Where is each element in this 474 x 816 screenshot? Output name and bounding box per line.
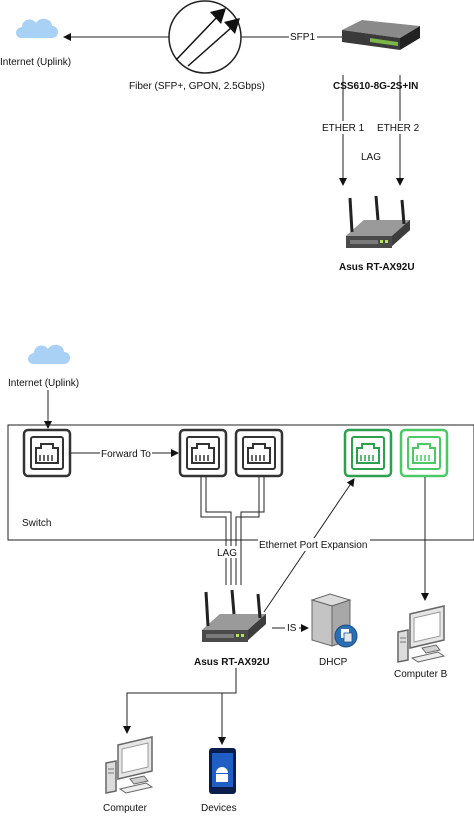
media-converter-icon <box>168 0 242 74</box>
bottom-lag-label: LAG <box>217 548 237 559</box>
ether1-label: ETHER 1 <box>322 123 365 134</box>
ethernet-port-icon <box>22 428 72 478</box>
top-switch-label: CSS610-8G-2S+IN <box>333 81 418 92</box>
ether2-label: ETHER 2 <box>377 123 420 134</box>
is-label: IS <box>287 623 297 634</box>
bottom-internet-cloud-icon <box>28 344 70 364</box>
ethernet-port-icon <box>178 428 228 478</box>
ethernet-port-icon <box>399 428 449 478</box>
ethernet-port-icon <box>343 428 393 478</box>
sfp-label: SFP1 <box>290 32 315 43</box>
top-internet-label: Internet (Uplink) <box>0 57 71 68</box>
bottom-internet-label: Internet (Uplink) <box>8 378 79 389</box>
bottom-switch-label: Switch <box>22 518 51 529</box>
bottom-router-label: Asus RT-AX92U <box>194 657 270 668</box>
computer-icon <box>105 736 153 794</box>
server-icon <box>310 593 358 648</box>
network-switch-icon <box>342 20 420 50</box>
computer-label: Computer <box>103 803 148 814</box>
computer-b-label: Computer B <box>394 669 448 680</box>
computer-icon <box>397 605 445 663</box>
expansion-label: Ethernet Port Expansion <box>259 540 367 551</box>
top-router-icon <box>344 194 412 250</box>
top-router-label: Asus RT-AX92U <box>339 262 415 273</box>
bottom-router-icon <box>200 588 268 644</box>
dhcp-label: DHCP <box>319 657 348 668</box>
android-phone-icon <box>209 748 236 794</box>
router-device-lines <box>123 668 237 745</box>
ethernet-port-icon <box>234 428 284 478</box>
fiber-label: Fiber (SFP+, GPON, 2.5Gbps) <box>129 81 265 92</box>
devices-label: Devices <box>201 803 237 814</box>
lag-cables <box>200 477 265 585</box>
top-lag-label: LAG <box>361 152 381 163</box>
forward-label: Forward To <box>101 449 151 460</box>
top-internet-cloud-icon <box>16 18 58 38</box>
